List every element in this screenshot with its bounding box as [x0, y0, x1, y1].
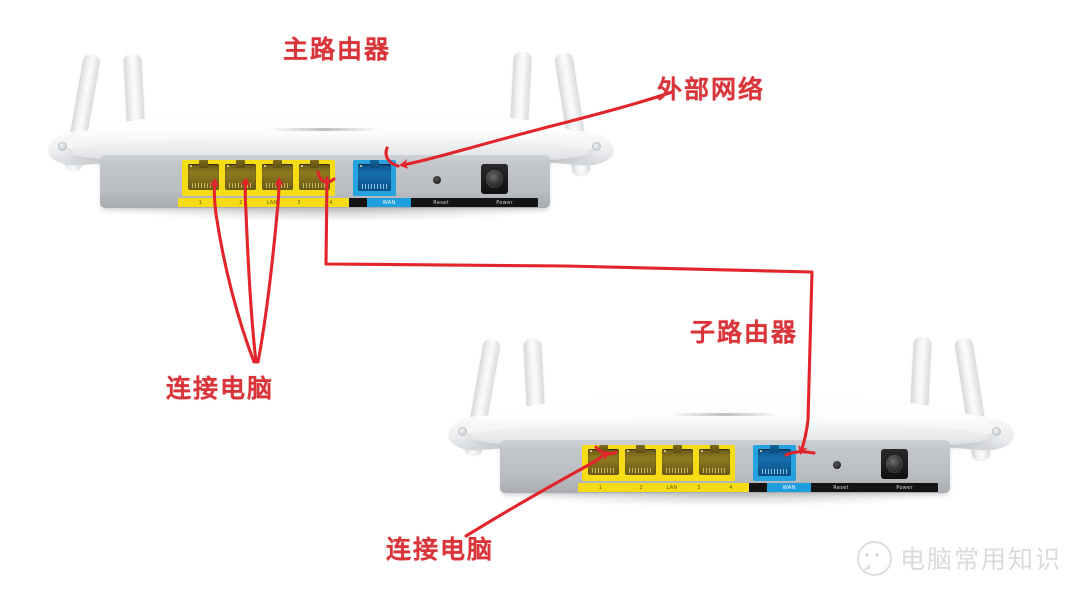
lan-jack-4[interactable] — [699, 445, 730, 475]
brand-mark — [270, 128, 380, 131]
port-label-strip: 1 2 LAN 3 4 WAN Reset Power — [578, 483, 938, 492]
lan-jack-1[interactable] — [188, 160, 219, 190]
strip-seg: LAN — [659, 483, 685, 492]
wan-jack[interactable] — [358, 160, 391, 191]
reset-button[interactable] — [833, 461, 841, 469]
lan-jack-3[interactable] — [662, 445, 693, 475]
strip-seg — [349, 198, 367, 207]
left-wing-screw — [58, 142, 67, 151]
wechat-icon — [857, 540, 892, 576]
main-router: 1 2 LAN 3 4 WAN Reset Power — [40, 50, 620, 222]
strip-seg: Power — [471, 198, 538, 207]
power-jack[interactable] — [481, 164, 508, 194]
strip-seg: 4 — [313, 198, 349, 207]
lan-jack-3[interactable] — [262, 160, 293, 190]
strip-seg: 4 — [713, 483, 749, 492]
rear-panel: 1 2 LAN 3 4 WAN Reset Power — [500, 439, 950, 493]
strip-seg: WAN — [767, 483, 811, 492]
port-label-strip: 1 2 LAN 3 4 WAN Reset Power — [178, 198, 538, 207]
watermark: 电脑常用知识 — [857, 540, 1062, 576]
strip-seg: 1 — [578, 483, 623, 492]
wechat-icon-tail — [862, 563, 870, 572]
label-sub-router: 子路由器 — [690, 318, 799, 347]
watermark-text: 电脑常用知识 — [900, 545, 1063, 574]
lan-jack-1[interactable] — [588, 445, 619, 475]
lan-jack-2[interactable] — [225, 160, 256, 190]
label-connect-pc-main: 连接电脑 — [166, 374, 275, 403]
label-connect-pc-sub: 连接电脑 — [386, 535, 495, 564]
reset-button[interactable] — [433, 176, 441, 184]
power-jack[interactable] — [881, 449, 908, 479]
strip-seg — [749, 483, 767, 492]
label-external-network: 外部网络 — [657, 75, 766, 104]
rear-panel: 1 2 LAN 3 4 WAN Reset Power — [100, 154, 550, 208]
strip-seg: WAN — [367, 198, 411, 207]
lan-jack-2[interactable] — [625, 445, 656, 475]
right-wing-screw — [992, 427, 1001, 436]
strip-seg: 2 — [223, 198, 259, 207]
strip-seg: Reset — [411, 198, 471, 207]
strip-seg: 3 — [285, 198, 313, 207]
brand-mark — [670, 413, 780, 416]
wan-jack[interactable] — [758, 445, 791, 476]
strip-seg: Power — [871, 483, 938, 492]
strip-seg: 1 — [178, 198, 223, 207]
label-main-router: 主路由器 — [283, 35, 392, 64]
right-wing-screw — [592, 142, 601, 151]
strip-seg: 3 — [685, 483, 713, 492]
strip-seg: Reset — [811, 483, 871, 492]
strip-seg: 2 — [623, 483, 659, 492]
strip-seg: LAN — [259, 198, 285, 207]
sub-router: 1 2 LAN 3 4 WAN Reset Power — [440, 335, 1020, 507]
lan-jack-4[interactable] — [299, 160, 330, 190]
left-wing-screw — [458, 427, 467, 436]
